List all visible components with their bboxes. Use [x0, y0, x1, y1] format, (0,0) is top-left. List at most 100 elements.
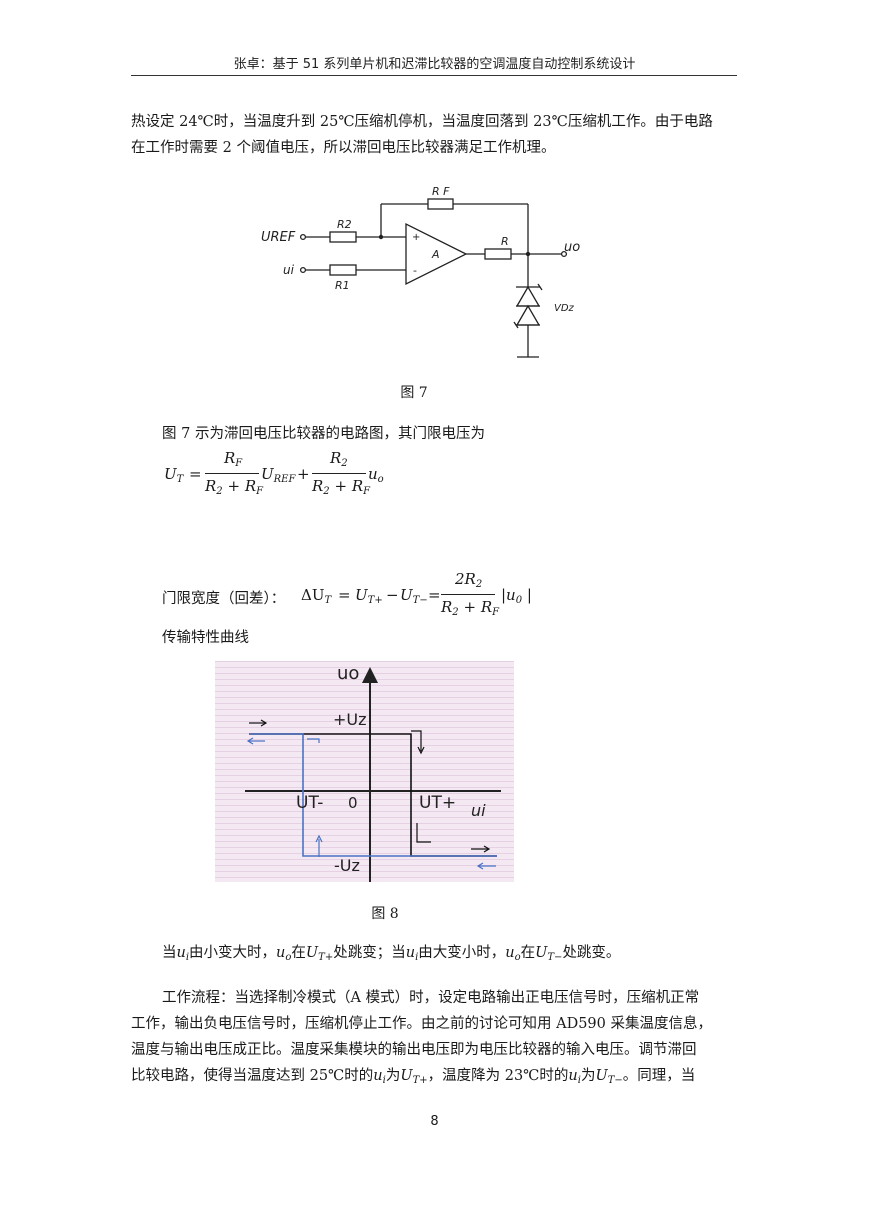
falling-arrow-corner	[307, 738, 320, 743]
label-uo: uo	[564, 240, 580, 255]
formula2-b: U	[400, 586, 413, 604]
workflow-line-4: 比较电路，使得当温度达到 25℃时的ui为UT+，温度降为 23℃时的ui为UT…	[131, 1064, 695, 1093]
jump-uo-2-sub: o	[514, 952, 521, 963]
formula1-den1: R	[205, 477, 217, 495]
rising-arrow-jump	[411, 730, 422, 751]
formula2-eq2: =	[428, 586, 441, 604]
formula1-num2: R	[330, 449, 342, 467]
curve-title: 传输特性曲线	[162, 630, 249, 646]
formula1-plus: +	[297, 465, 310, 483]
formula1-den2: R	[312, 477, 324, 495]
formula2-den-b: R	[480, 598, 493, 616]
transfer-characteristic-chart: uo +Uz -Uz UT- 0 UT+ ui	[215, 661, 514, 882]
formula2-num-sub: 2	[475, 579, 483, 590]
formula1-den1-plus: +	[227, 477, 241, 495]
formula-intro: 图 7 示为滞回电压比较器的电路图，其门限电压为	[162, 426, 485, 442]
label-zero: 0	[348, 794, 358, 812]
workflow-line-4-e: 。同理，当	[622, 1068, 696, 1084]
workflow-line-1: 工作流程：当选择制冷模式（A 模式）时，设定电路输出正电压信号时，压缩机正常	[162, 990, 700, 1006]
formula2-delta: ΔU	[301, 586, 325, 604]
workflow-line-4-a: 比较电路，使得当温度达到 25℃时的	[131, 1068, 374, 1084]
jump-ut-2: U	[535, 945, 548, 961]
workflow-line-4-c: ，温度降为 23℃时的	[427, 1068, 569, 1084]
formula2-b-sub: T−	[412, 595, 428, 606]
formula2-a: U	[355, 586, 368, 604]
falling-arrowhead-bottom	[476, 862, 484, 870]
workflow-ut-2-sub: T−	[607, 1075, 623, 1086]
formula2-den: R	[441, 598, 453, 616]
threshold-formula: UT = RF R2 + RF UREF + R2 R2 + RF uo	[164, 449, 404, 503]
jump-text-4: 处跳变；当	[333, 945, 406, 961]
resistor-rf	[427, 198, 454, 210]
falling-transfer-line	[249, 733, 497, 857]
label-ut-minus: UT-	[296, 793, 323, 813]
figure-7-caption: 图 7	[400, 385, 428, 401]
formula1-term2: u	[368, 465, 378, 483]
formula1-lhs: U	[164, 465, 177, 483]
jump-ut-2-sub: T−	[547, 952, 563, 963]
formula1-den2-sub-a: 2	[323, 486, 330, 497]
intro-line-2: 在工作时需要 2 个阈值电压，所以滞回电压比较器满足工作机理。	[131, 140, 556, 156]
workflow-ui-1: u	[373, 1068, 383, 1084]
label-r2: R2	[337, 218, 352, 231]
formula2-den-sub-a: 2	[452, 607, 459, 618]
jump-uo-1-sub: o	[285, 952, 292, 963]
workflow-line-3: 温度与输出电压成正比。温度采集模块的输出电压即为电压比较器的输入电压。调节滞回	[131, 1042, 697, 1058]
formula2-abs: |u	[501, 586, 516, 604]
jump-ui-1: u	[176, 945, 186, 961]
workflow-ui-2: u	[568, 1068, 578, 1084]
jump-text-6: 在	[520, 945, 536, 961]
ui-terminal	[299, 266, 307, 274]
resistor-r2	[329, 231, 357, 243]
label-minus: -	[413, 264, 417, 277]
formula1-term1-sub: REF	[273, 474, 296, 485]
formula1-den1-b: R	[244, 477, 257, 495]
formula2-abs-end: |	[526, 586, 532, 604]
formula2-fraction-bar	[441, 594, 495, 595]
label-minus-uz: -Uz	[334, 856, 360, 875]
label-ui-axis: ui	[471, 801, 486, 820]
formula1-num1: R	[224, 449, 236, 467]
jump-text-2: 由小变大时，	[189, 945, 277, 961]
running-header: 张卓：基于 51 系列单片机和迟滞比较器的空调温度自动控制系统设计	[233, 57, 636, 72]
zener-diode-2	[515, 304, 541, 326]
formula1-fraction-bar-1	[205, 473, 259, 474]
uo-terminal	[560, 250, 568, 258]
jump-text-5: 由大变小时，	[418, 945, 506, 961]
formula2-minus: −	[386, 586, 399, 604]
zener-diode-1	[515, 285, 541, 307]
formula1-num2-sub: 2	[341, 458, 348, 469]
jump-ut-1: U	[305, 945, 319, 961]
label-uo-axis: uo	[337, 663, 359, 684]
workflow-line-2: 工作，输出负电压信号时，压缩机停止工作。由之前的讨论可知用 AD590 采集温度…	[131, 1016, 712, 1032]
junction-output	[525, 251, 531, 257]
zener-tick-top	[537, 283, 543, 291]
formula2-den-sub-b: F	[492, 607, 500, 618]
zener-tick-bottom	[513, 321, 519, 329]
label-ut-plus: UT+	[419, 793, 456, 813]
workflow-ui-2-sub: i	[577, 1075, 581, 1086]
label-plus: +	[412, 232, 420, 243]
header-rule	[131, 75, 737, 76]
formula1-eq: =	[189, 465, 202, 483]
figure-8-caption: 图 8	[371, 906, 399, 922]
jump-ui-2: u	[405, 945, 416, 961]
rising-arrowhead-top	[260, 719, 268, 727]
formula2-eq: =	[338, 586, 351, 604]
formula2-abs-sub: 0	[515, 595, 523, 606]
formula2-den-plus: +	[463, 598, 477, 616]
formula1-fraction-bar-2	[312, 473, 366, 474]
workflow-ui-1-sub: i	[382, 1075, 386, 1086]
rising-arrowhead-jump	[417, 746, 425, 755]
label-plus-uz: +Uz	[333, 710, 367, 729]
formula1-num1-sub: F	[235, 458, 243, 469]
hysteresis-width-formula: ΔUT = UT+ − UT− = 2R2 R2 + RF |u0 |	[301, 570, 561, 624]
resistor-r1	[329, 264, 357, 276]
op-amp	[405, 222, 468, 286]
rising-arrow-bottom-left	[416, 823, 431, 843]
formula1-den1-sub-a: 2	[216, 486, 223, 497]
junction-r2	[378, 234, 384, 240]
formula1-den1-sub-b: F	[256, 486, 264, 497]
jump-ui-1-sub: i	[185, 952, 190, 963]
intro-line-1: 热设定 24℃时，当温度升到 25℃压缩机停机，当温度回落到 23℃压缩机工作。…	[131, 114, 713, 130]
